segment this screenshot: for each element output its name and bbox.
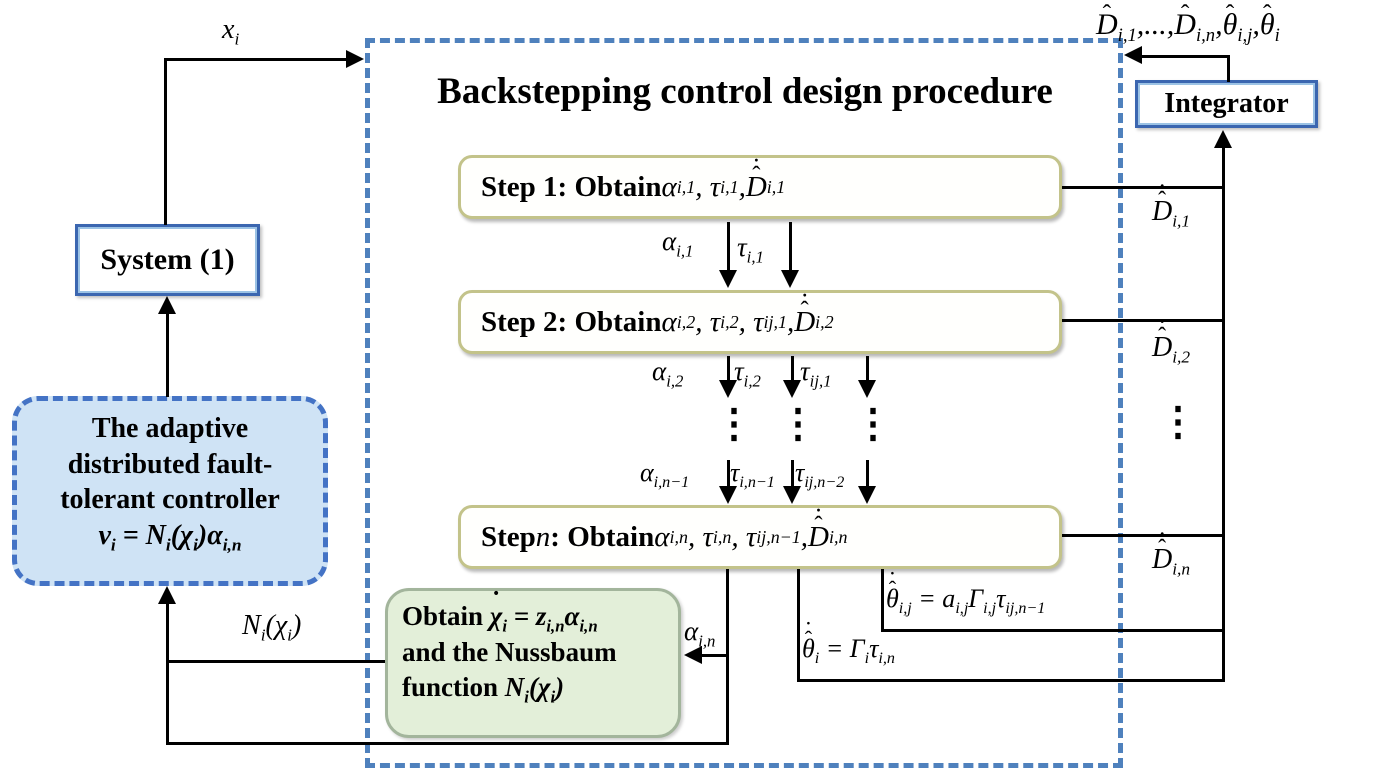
label-D-in: ˆ˙Di,n xyxy=(1152,526,1191,579)
nussbaum-line-3: function Ni(χi) xyxy=(402,672,565,707)
label-alpha-in-minus1: αi,n−1 xyxy=(640,458,690,492)
arrowhead-tau-ijn2-icon xyxy=(858,486,876,504)
vdots-column-3: ⋮ xyxy=(853,401,893,446)
line-integrator-up xyxy=(1227,55,1230,82)
label-D-i1: ˆ˙Di,1 xyxy=(1152,178,1191,231)
line-xi xyxy=(164,58,348,61)
line-alpha-in-horizontal xyxy=(700,654,728,657)
label-theta-ij-equation: ˆ˙θi,j = ai,jΓi,jτij,n−1 xyxy=(886,567,1046,618)
system-box-label: System (1) xyxy=(100,243,235,276)
line-tau-i1-arrow xyxy=(789,222,792,272)
label-alpha-i2: αi,2 xyxy=(652,356,684,391)
label-tau-i2: τi,2 xyxy=(734,356,761,391)
controller-box: The adaptive distributed fault- tolerant… xyxy=(12,396,328,586)
line-theta-ij-vertical xyxy=(881,569,884,632)
line-step2-to-collector xyxy=(1062,319,1224,322)
label-alpha-in: αi,n xyxy=(684,616,716,651)
arrowhead-tau-in1-icon xyxy=(783,486,801,504)
arrowhead-tau-ij1-icon xyxy=(858,380,876,398)
line-nussbaum-output xyxy=(166,660,385,663)
vdots-column-1: ⋮ xyxy=(714,401,754,446)
label-tau-ij1: τij,1 xyxy=(800,356,832,391)
arrowhead-xi-icon xyxy=(346,50,364,68)
controller-equation: vi = Ni(χi)αi,n xyxy=(98,519,242,555)
nussbaum-line-1: Obtain ˙χi = zi,nαi,n xyxy=(402,586,598,636)
line-tau-ijn2-arrow xyxy=(866,460,869,488)
controller-line-2: distributed fault- xyxy=(67,448,273,480)
line-integrator-output xyxy=(1140,55,1230,58)
line-tau-in1-arrow xyxy=(791,460,794,488)
label-xi: xi xyxy=(222,14,240,49)
arrowhead-alpha-i1-icon xyxy=(719,270,737,288)
line-alpha-i1-arrow xyxy=(727,222,730,272)
line-theta-i-horizontal xyxy=(797,679,1225,682)
label-tau-i1: τi,1 xyxy=(737,232,764,267)
arrowhead-into-controller-icon xyxy=(158,586,176,604)
arrowhead-alpha-i2-icon xyxy=(719,380,737,398)
line-tau-i2-arrow xyxy=(791,356,794,382)
label-tau-in-minus1: τi,n−1 xyxy=(730,458,775,492)
system-box: System (1) xyxy=(75,224,260,296)
line-collector-vertical xyxy=(1222,146,1225,682)
arrowhead-integrator-output-icon xyxy=(1124,46,1142,64)
arrowhead-tau-i1-icon xyxy=(781,270,799,288)
label-theta-i-equation: ˆ˙θi = Γiτi,n xyxy=(802,617,895,668)
nussbaum-box: Obtain ˙χi = zi,nαi,n and the Nussbaum f… xyxy=(385,588,681,738)
line-alpha-i2-arrow xyxy=(727,356,730,382)
line-bottom-feedback xyxy=(166,742,728,745)
vdots-right: ⋮ xyxy=(1158,399,1198,444)
arrowhead-tau-i2-icon xyxy=(783,380,801,398)
line-theta-i-vertical xyxy=(797,569,800,682)
procedure-title: Backstepping control design procedure xyxy=(437,71,1053,112)
line-stepn-to-collector xyxy=(1062,534,1224,537)
arrowhead-alpha-in1-icon xyxy=(719,486,737,504)
label-alpha-i1: αi,1 xyxy=(662,226,694,261)
label-nussbaum-output: Ni(χi) xyxy=(242,610,302,645)
controller-line-1: The adaptive xyxy=(91,413,249,444)
integrator-box: Integrator xyxy=(1135,80,1318,128)
line-alpha-in1-arrow xyxy=(727,460,730,488)
label-tau-ijn-minus2: τij,n−2 xyxy=(795,458,845,492)
controller-line-3: tolerant controller xyxy=(60,484,280,516)
arrowhead-into-integrator-icon xyxy=(1214,130,1232,148)
label-D-i2: ˆ˙Di,2 xyxy=(1152,314,1191,367)
line-controller-to-system xyxy=(166,312,169,397)
line-system-up xyxy=(164,58,167,225)
line-feedback-vertical xyxy=(166,602,169,743)
arrowhead-into-nussbaum-icon xyxy=(684,646,702,664)
backstepping-procedure-container xyxy=(365,38,1123,768)
line-theta-ij-horizontal xyxy=(881,629,1225,632)
line-tau-ij1-arrow xyxy=(866,356,869,382)
nussbaum-line-2: and the Nussbaum xyxy=(402,636,617,667)
integrator-box-label: Integrator xyxy=(1164,88,1289,119)
line-alpha-in-vertical xyxy=(726,569,729,745)
line-step1-to-collector xyxy=(1062,186,1224,189)
vdots-column-2: ⋮ xyxy=(778,401,818,446)
arrowhead-into-system-icon xyxy=(158,296,176,314)
